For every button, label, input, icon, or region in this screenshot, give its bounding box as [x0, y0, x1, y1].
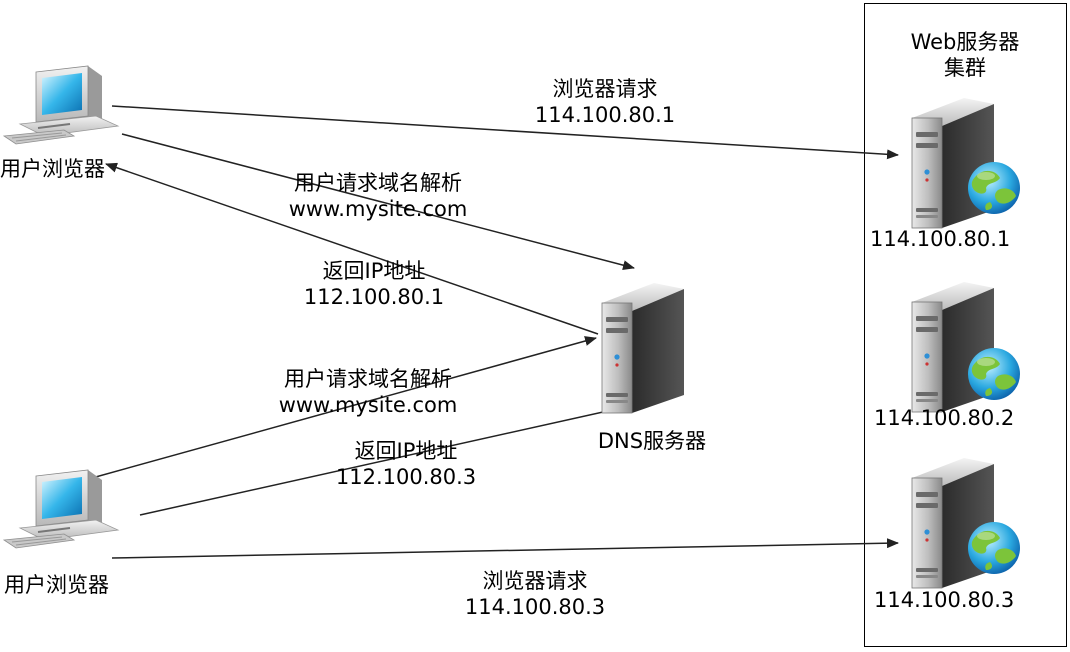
- top-client-label: 用户浏览器: [0, 157, 105, 181]
- bottom-dns-request-line1: 用户请求域名解析: [284, 367, 452, 391]
- cluster-title: Web服务器 集群: [880, 29, 1050, 81]
- top-dns-request-line1: 用户请求域名解析: [294, 171, 462, 195]
- bottom-dns-reply-line2: 112.100.80.3: [335, 465, 477, 489]
- bottom-browser-request-line1: 浏览器请求: [482, 569, 588, 593]
- bottom-dns-reply-line1: 返回IP地址: [354, 439, 458, 463]
- web-server-2-ip: 114.100.80.2: [874, 406, 1015, 430]
- bottom-dns-reply-label: 返回IP地址 112.100.80.3: [318, 438, 494, 490]
- bottom-browser-request-label: 浏览器请求 114.100.80.3: [440, 568, 630, 620]
- bottom-browser-request-line2: 114.100.80.3: [464, 595, 606, 619]
- edge-top-browser-request: [111, 105, 899, 160]
- cluster-title-line2: 集群: [944, 56, 986, 80]
- cluster-title-line1: Web服务器: [910, 30, 1020, 54]
- edge-bottom-dns-request: [91, 336, 597, 479]
- top-browser-request-line1: 浏览器请求: [552, 77, 658, 101]
- top-browser-request-line2: 114.100.80.1: [534, 103, 676, 127]
- edge-top-dns-request: [121, 133, 635, 271]
- edge-bottom-browser-request: [111, 538, 899, 559]
- edge-bottom-dns-reply: [139, 403, 631, 516]
- edge-top-dns-reply: [105, 162, 599, 335]
- web-server-1-ip: 114.100.80.1: [870, 227, 1011, 251]
- top-computer-icon: [3, 65, 119, 145]
- top-dns-reply-label: 返回IP地址 112.100.80.1: [286, 258, 462, 310]
- bottom-dns-request-label: 用户请求域名解析 www.mysite.com: [256, 366, 480, 418]
- bottom-client-label: 用户浏览器: [4, 573, 109, 597]
- top-dns-reply-line1: 返回IP地址: [322, 259, 426, 283]
- globe-2-icon: [968, 348, 1020, 400]
- top-dns-request-line2: www.mysite.com: [288, 197, 468, 221]
- globe-1-icon: [968, 162, 1020, 214]
- top-dns-reply-line2: 112.100.80.1: [303, 285, 445, 309]
- web-server-cluster-box: [864, 3, 1067, 647]
- top-browser-request-label: 浏览器请求 114.100.80.1: [510, 76, 700, 128]
- dns-server-icon: [601, 282, 685, 414]
- dns-server-label: DNS服务器: [597, 429, 707, 453]
- bottom-dns-request-line2: www.mysite.com: [278, 393, 458, 417]
- top-dns-request-label: 用户请求域名解析 www.mysite.com: [266, 170, 490, 222]
- globe-3-icon: [968, 522, 1020, 574]
- web-server-3-ip: 114.100.80.3: [874, 588, 1015, 612]
- bottom-computer-icon: [3, 469, 119, 549]
